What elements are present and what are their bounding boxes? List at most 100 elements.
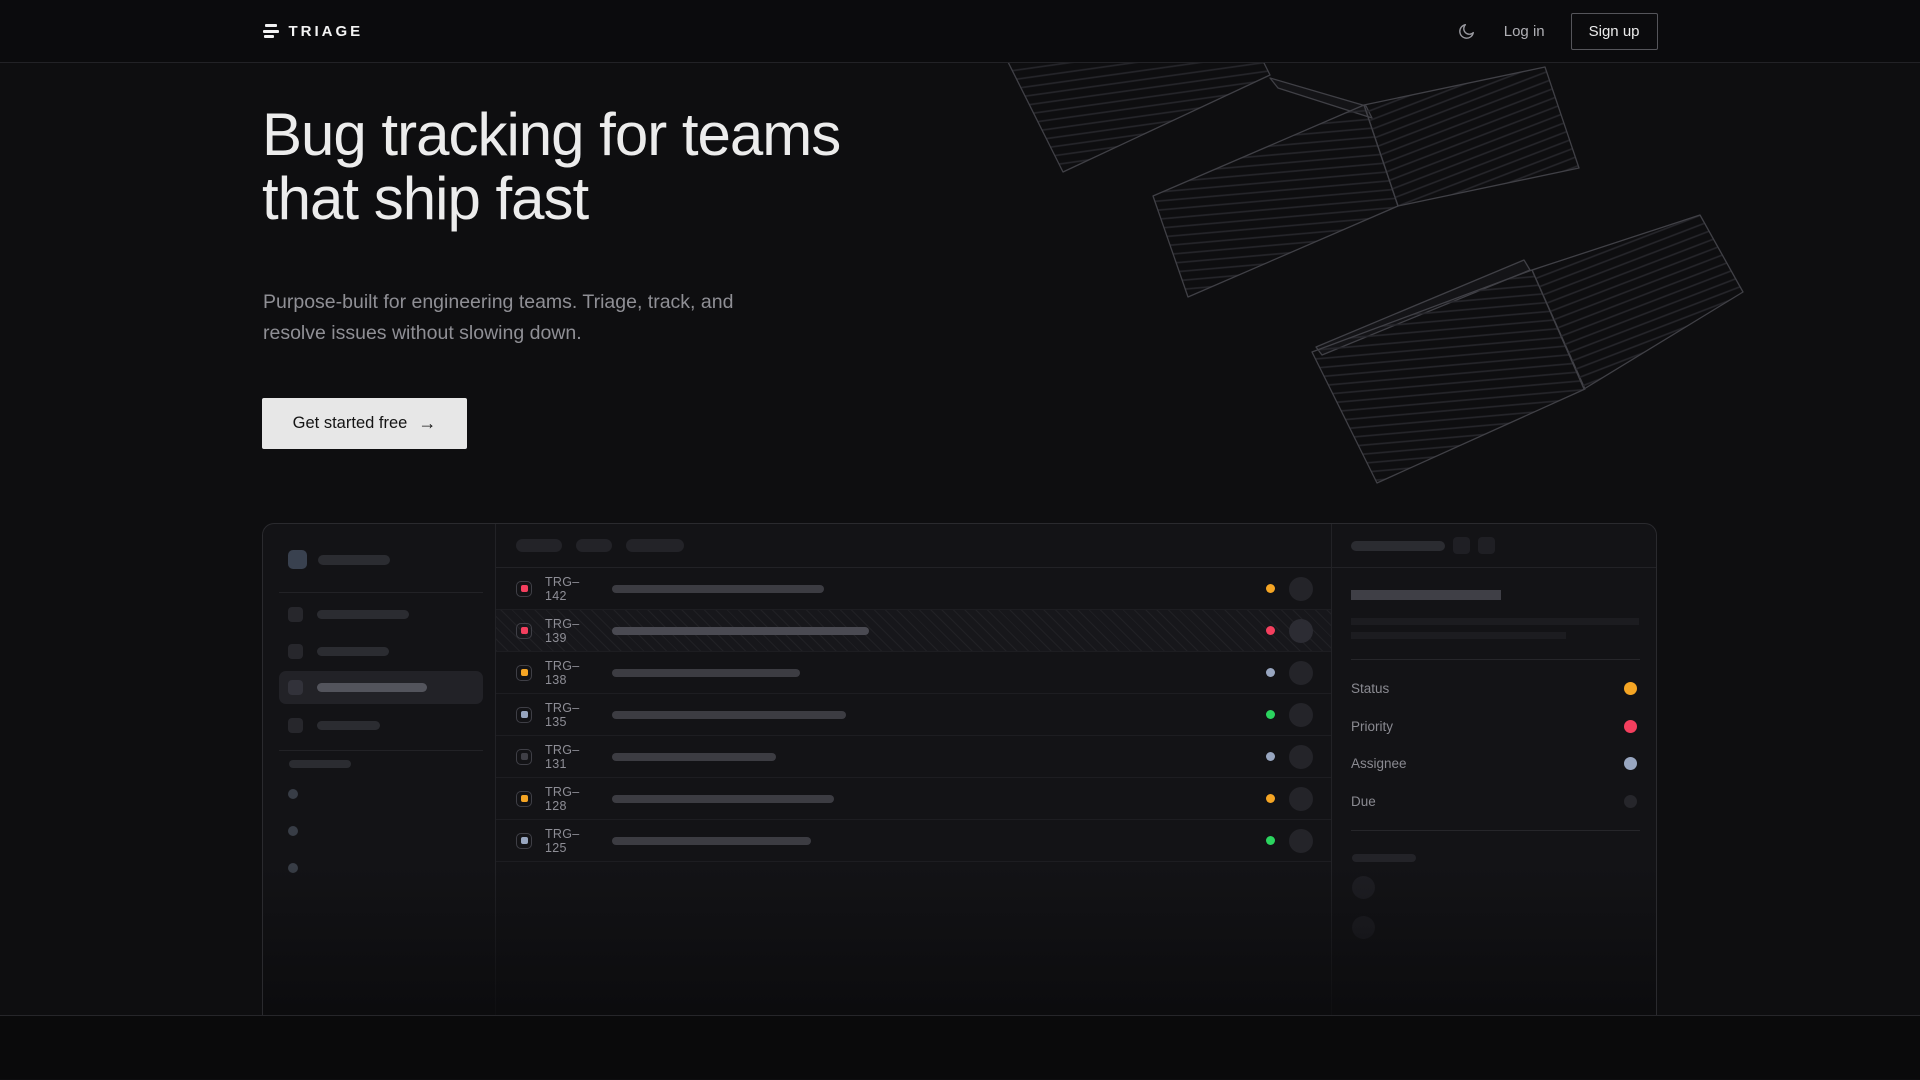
hero-subtitle-line1: Purpose-built for engineering teams. Tri… xyxy=(263,291,734,313)
detail-field-row: Assignee xyxy=(1332,745,1656,783)
sidebar-item-active-placeholder xyxy=(279,671,483,704)
sidebar-item-label-placeholder xyxy=(317,683,427,692)
issue-id: TRG–135 xyxy=(545,700,580,729)
filter-pill-placeholder xyxy=(576,539,612,552)
detail-action-square xyxy=(1453,537,1470,554)
issue-indicator-dot xyxy=(1266,668,1275,677)
issue-title-placeholder xyxy=(612,584,824,593)
detail-divider xyxy=(1351,659,1640,660)
issue-status-icon xyxy=(516,664,532,681)
detail-desc-placeholder xyxy=(1351,618,1639,625)
issue-status-icon xyxy=(516,832,532,849)
issue-list-header xyxy=(496,524,1331,568)
issue-title-placeholder xyxy=(612,794,834,803)
issue-row: TRG–125 xyxy=(496,820,1331,862)
footer xyxy=(0,1016,1920,1079)
get-started-label: Get started free xyxy=(292,414,408,432)
sidebar-item-placeholder xyxy=(279,709,483,742)
sidebar-divider xyxy=(279,592,483,593)
signup-button[interactable]: Sign up xyxy=(1570,12,1658,50)
get-started-button[interactable]: Get started free → xyxy=(262,398,467,449)
issue-title-placeholder xyxy=(612,836,811,845)
sidebar-item-label-placeholder xyxy=(317,647,389,656)
sidebar-item-icon xyxy=(288,680,303,695)
comment-avatar-placeholder xyxy=(1352,876,1375,899)
workspace-name-placeholder xyxy=(318,554,390,565)
issue-avatar xyxy=(1289,828,1313,853)
filter-pill-placeholder xyxy=(626,539,684,552)
detail-title-placeholder xyxy=(1351,590,1501,600)
detail-field-row: Status xyxy=(1332,670,1656,708)
sidebar-item-icon xyxy=(288,718,303,733)
sidebar-section-label-placeholder xyxy=(289,760,351,768)
login-link[interactable]: Log in xyxy=(1503,22,1545,40)
sidebar-item-placeholder xyxy=(279,598,483,631)
hero-section: Bug tracking for teams that ship fast Pu… xyxy=(0,63,1920,1016)
hero-subtitle-line2: resolve issues without slowing down. xyxy=(263,321,582,344)
arrow-right-icon: → xyxy=(418,413,437,433)
mockup-sidebar xyxy=(263,524,496,1015)
issue-status-icon xyxy=(516,706,532,723)
issue-indicator-dot xyxy=(1266,626,1275,635)
brand-name: TRIAGE xyxy=(288,22,364,40)
detail-field-list: Status Priority Assignee Due xyxy=(1332,670,1656,820)
issue-indicator-dot xyxy=(1266,710,1275,719)
detail-field-row: Due xyxy=(1332,783,1656,821)
mockup-detail-panel: Status Priority Assignee Due xyxy=(1332,524,1656,1015)
issue-row: TRG–135 xyxy=(496,694,1331,736)
issue-row: TRG–128 xyxy=(496,778,1331,820)
app-mockup: TRG–142 TRG–139 TRG–138 TRG–135 TRG–131 … xyxy=(262,523,1657,1015)
issue-avatar xyxy=(1289,786,1313,811)
detail-header xyxy=(1332,524,1656,568)
page-title-line2: that ship fast xyxy=(262,165,589,232)
detail-field-label: Due xyxy=(1351,793,1376,809)
detail-field-label: Assignee xyxy=(1351,756,1407,772)
detail-desc-placeholder xyxy=(1351,632,1566,639)
detail-field-label: Status xyxy=(1351,681,1390,697)
page-title-line1: Bug tracking for teams xyxy=(262,101,841,168)
filter-pill-placeholder xyxy=(516,539,562,552)
issue-id: TRG–139 xyxy=(545,616,580,645)
issue-avatar xyxy=(1289,618,1313,643)
detail-field-value-dot xyxy=(1624,757,1637,771)
issue-indicator-dot xyxy=(1266,836,1275,845)
mockup-issue-list-panel: TRG–142 TRG–139 TRG–138 TRG–135 TRG–131 … xyxy=(496,524,1332,1015)
detail-action-square xyxy=(1478,537,1495,554)
brand-logo[interactable]: TRIAGE xyxy=(262,22,364,41)
sidebar-item-placeholder xyxy=(279,635,483,668)
issue-avatar xyxy=(1289,660,1313,685)
issue-id: TRG–138 xyxy=(545,658,580,687)
issue-title-placeholder xyxy=(612,710,846,719)
workspace-row xyxy=(288,550,390,569)
issue-id: TRG–128 xyxy=(545,784,580,813)
issue-status-icon xyxy=(516,622,532,639)
detail-field-value-dot xyxy=(1624,794,1637,808)
issue-indicator-dot xyxy=(1266,752,1275,761)
issue-status-icon xyxy=(516,580,532,597)
issue-row: TRG–131 xyxy=(496,736,1331,778)
issue-avatar xyxy=(1289,576,1313,601)
sidebar-divider xyxy=(279,750,483,751)
detail-field-value-dot xyxy=(1624,719,1637,733)
issue-title-placeholder xyxy=(612,626,869,635)
issue-id: TRG–125 xyxy=(545,826,580,855)
issue-title-placeholder xyxy=(612,668,800,677)
sidebar-dot xyxy=(288,826,298,836)
issue-list: TRG–142 TRG–139 TRG–138 TRG–135 TRG–131 … xyxy=(496,568,1331,862)
issue-status-icon xyxy=(516,790,532,807)
detail-field-value-dot xyxy=(1624,682,1637,696)
sidebar-item-icon xyxy=(288,644,303,659)
moon-icon xyxy=(1459,23,1475,39)
issue-row: TRG–139 xyxy=(496,610,1331,652)
hero-subtitle: Purpose-built for engineering teams. Tri… xyxy=(263,287,733,348)
issue-id: TRG–131 xyxy=(545,742,580,771)
issue-avatar xyxy=(1289,702,1313,727)
detail-divider xyxy=(1351,830,1640,831)
issue-status-icon xyxy=(516,748,532,765)
theme-toggle-button[interactable] xyxy=(1456,20,1478,42)
issue-indicator-dot xyxy=(1266,794,1275,803)
sidebar-item-label-placeholder xyxy=(317,721,380,730)
workspace-icon xyxy=(288,550,307,569)
page-title: Bug tracking for teams that ship fast xyxy=(262,101,841,232)
navbar: TRIAGE Log in Sign up xyxy=(0,0,1920,63)
